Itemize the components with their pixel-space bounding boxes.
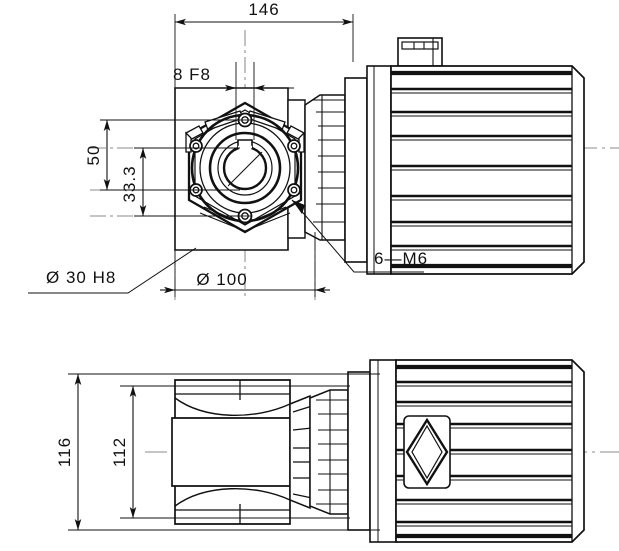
leader-bolt-spec: 6—M6 bbox=[291, 199, 428, 273]
dim-label-8F8: 8 F8 bbox=[173, 65, 211, 84]
flange-neck-bottom bbox=[289, 394, 313, 510]
bolt-hole bbox=[287, 139, 301, 153]
top-view: 146 8 F8 50 33.3 Ø 30 H8 Ø 100 bbox=[28, 0, 619, 300]
dim-label-112: 112 bbox=[110, 437, 129, 467]
keyway-slot bbox=[237, 139, 253, 149]
flange-inner-arc bbox=[199, 206, 291, 232]
gearbox-body-bottom bbox=[171, 397, 291, 507]
leader-bore: Ø 30 H8 bbox=[28, 247, 197, 294]
dim-overall-length: 146 bbox=[175, 0, 353, 26]
motor-adapter-top bbox=[304, 94, 346, 241]
extension-lines-bottom bbox=[68, 373, 380, 531]
bolt-hole bbox=[237, 208, 253, 224]
dim-flange-diameter: Ø 100 bbox=[160, 270, 330, 294]
bolt-hole bbox=[287, 183, 301, 197]
dim-key-width: 8 F8 bbox=[173, 65, 294, 92]
dim-bolt-upper: 50 bbox=[84, 120, 111, 190]
motor-body-bottom bbox=[395, 359, 585, 543]
dim-height-body: 112 bbox=[110, 386, 137, 518]
bore-hatch-line bbox=[227, 151, 263, 187]
terminal-box-diamond bbox=[403, 415, 451, 489]
dim-label-146: 146 bbox=[248, 0, 279, 19]
dim-height-overall: 116 bbox=[55, 374, 82, 530]
bottom-view: 116 112 bbox=[55, 359, 619, 543]
bolt-hole bbox=[237, 112, 253, 128]
dim-label-33-3: 33.3 bbox=[120, 165, 139, 202]
bolt-hole bbox=[189, 139, 203, 153]
motor-bell-top bbox=[344, 65, 392, 275]
dim-label-flange: Ø 100 bbox=[196, 270, 247, 289]
dim-bolt-lower: 33.3 bbox=[120, 148, 147, 216]
motor-body-top bbox=[390, 65, 585, 275]
dim-label-116: 116 bbox=[55, 437, 74, 467]
dim-label-50: 50 bbox=[84, 145, 103, 166]
motor-bell-bottom bbox=[347, 359, 397, 543]
terminal-box-top bbox=[397, 37, 443, 67]
motor-adapter-bottom bbox=[309, 389, 349, 515]
dim-label-bore: Ø 30 H8 bbox=[46, 268, 116, 287]
dim-label-6M6: 6—M6 bbox=[374, 249, 428, 268]
